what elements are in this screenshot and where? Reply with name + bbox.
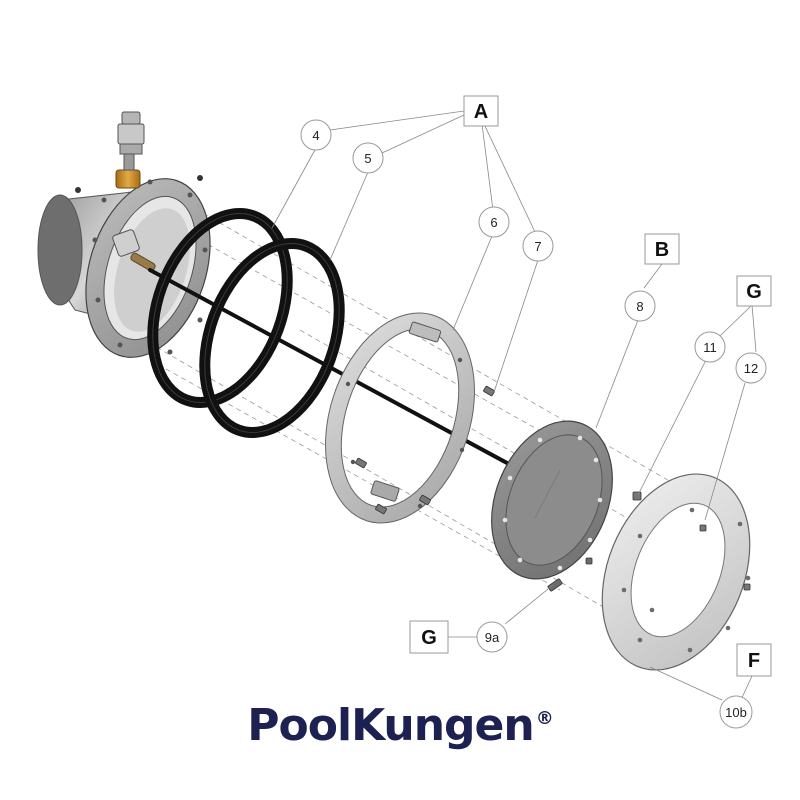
svg-text:G: G	[421, 627, 437, 649]
svg-text:G: G	[746, 281, 762, 303]
callout-10b: 10b	[719, 695, 753, 729]
svg-text:6: 6	[490, 215, 497, 230]
screws-12	[699, 524, 751, 591]
callout-8: 8	[624, 290, 656, 322]
group-label-g-top: G	[736, 275, 772, 307]
lamp-plate-8	[491, 420, 613, 580]
group-label-g-bottom: G	[409, 620, 449, 654]
registered-mark: ®	[535, 708, 554, 730]
gasket-4	[147, 208, 293, 408]
trim-ring-10b	[601, 473, 751, 671]
callout-4: 4	[300, 119, 332, 151]
clamp-ring-6	[325, 312, 475, 524]
group-label-f: F	[736, 643, 772, 677]
callout-12: 12	[735, 352, 767, 384]
callout-9a: 9a	[476, 621, 508, 653]
cable-gland	[112, 229, 156, 272]
group-label-b: B	[644, 233, 680, 265]
svg-text:7: 7	[534, 239, 541, 254]
svg-text:4: 4	[312, 128, 319, 143]
gasket-5	[199, 238, 345, 438]
svg-text:9a: 9a	[485, 630, 500, 645]
screws-7	[355, 385, 495, 515]
screw-9a	[547, 557, 593, 592]
callout-6: 6	[478, 206, 510, 238]
svg-text:5: 5	[364, 151, 371, 166]
callout-5: 5	[352, 142, 384, 174]
brand-name: PoolKungen	[247, 700, 534, 751]
svg-text:12: 12	[744, 361, 758, 376]
svg-text:8: 8	[636, 299, 643, 314]
svg-text:11: 11	[703, 340, 717, 355]
callout-7: 7	[522, 230, 554, 262]
screws-11	[632, 491, 642, 501]
svg-text:10b: 10b	[725, 705, 747, 720]
conduit-fitting	[115, 111, 145, 189]
group-label-a: A	[463, 95, 499, 127]
leader-lines	[271, 110, 757, 703]
svg-text:F: F	[748, 650, 760, 672]
svg-text:B: B	[655, 239, 669, 261]
svg-text:A: A	[474, 101, 488, 123]
brand-logo: PoolKungen®	[0, 700, 800, 751]
callout-11: 11	[694, 331, 726, 363]
